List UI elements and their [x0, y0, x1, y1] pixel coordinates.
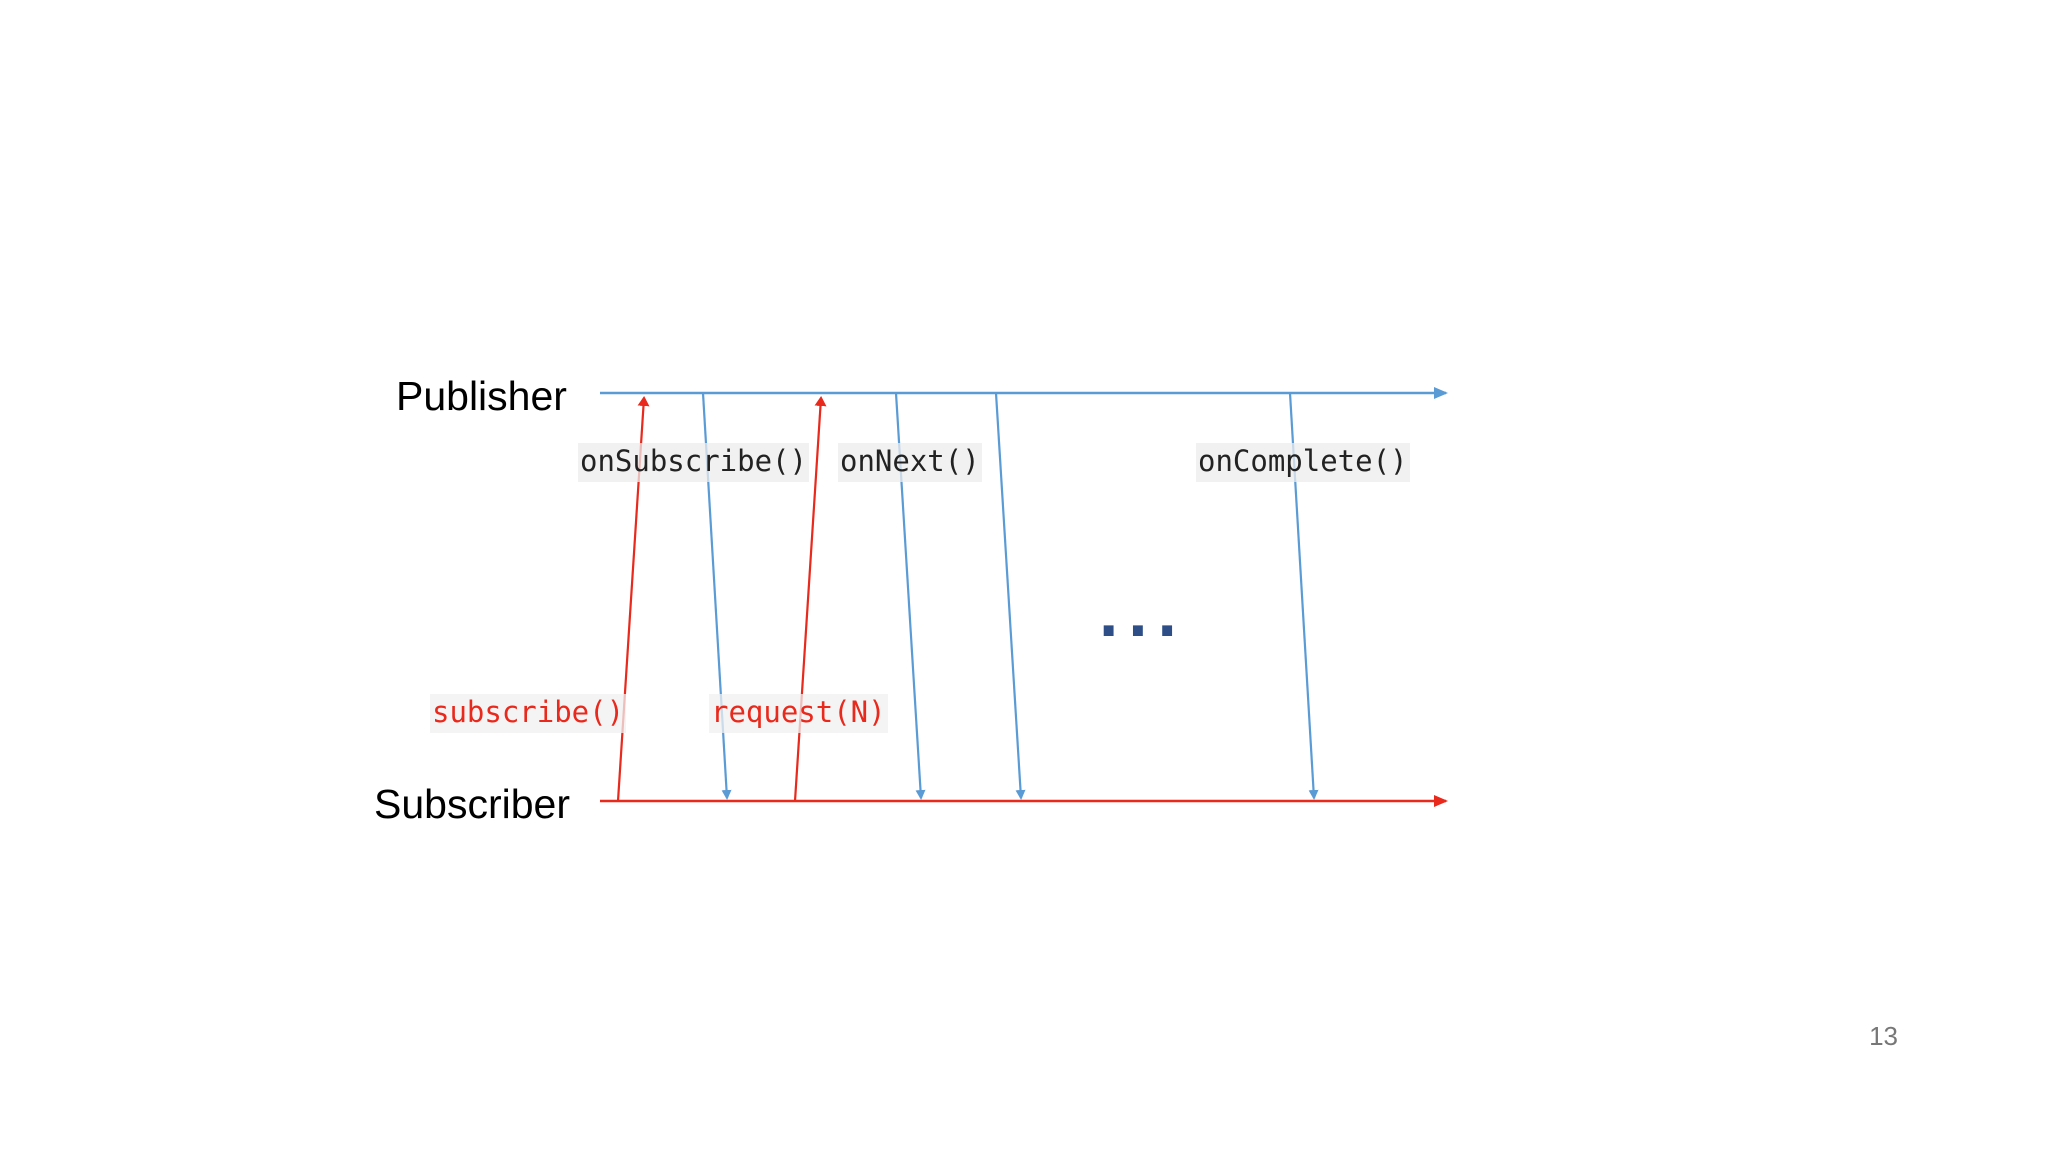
page-number: 13 [1869, 1021, 1898, 1051]
continuation-ellipsis: ... [1098, 585, 1186, 650]
on-next-arrow-2 [994, 392, 1026, 800]
on-subscribe-label: onSubscribe() [578, 443, 809, 482]
on-next-label: onNext() [838, 443, 982, 482]
subscriber-label: Subscriber [374, 781, 570, 827]
request-arrow [793, 396, 827, 802]
subscribe-label: subscribe() [430, 694, 627, 733]
publisher-label: Publisher [396, 373, 567, 419]
on-complete-label: onComplete() [1196, 443, 1410, 482]
request-label: request(N) [709, 694, 888, 733]
